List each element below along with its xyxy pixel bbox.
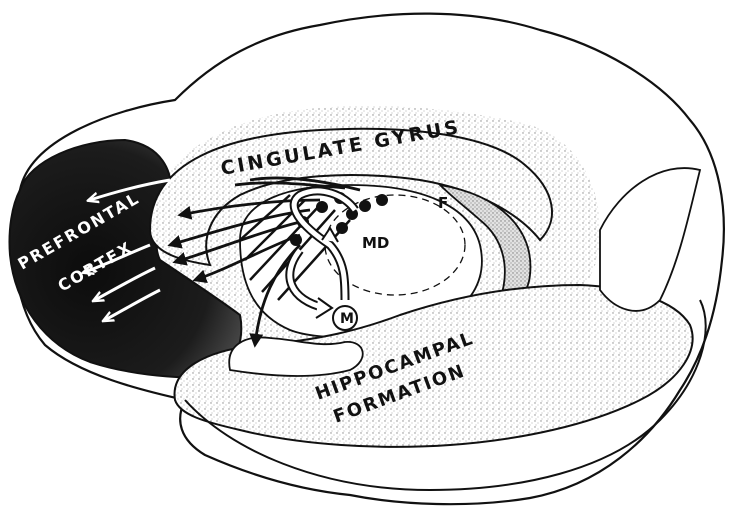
hypothalamus-bump <box>229 337 363 376</box>
label-m: M <box>340 311 354 327</box>
label-f: F <box>438 194 448 212</box>
label-md: MD <box>362 234 389 252</box>
